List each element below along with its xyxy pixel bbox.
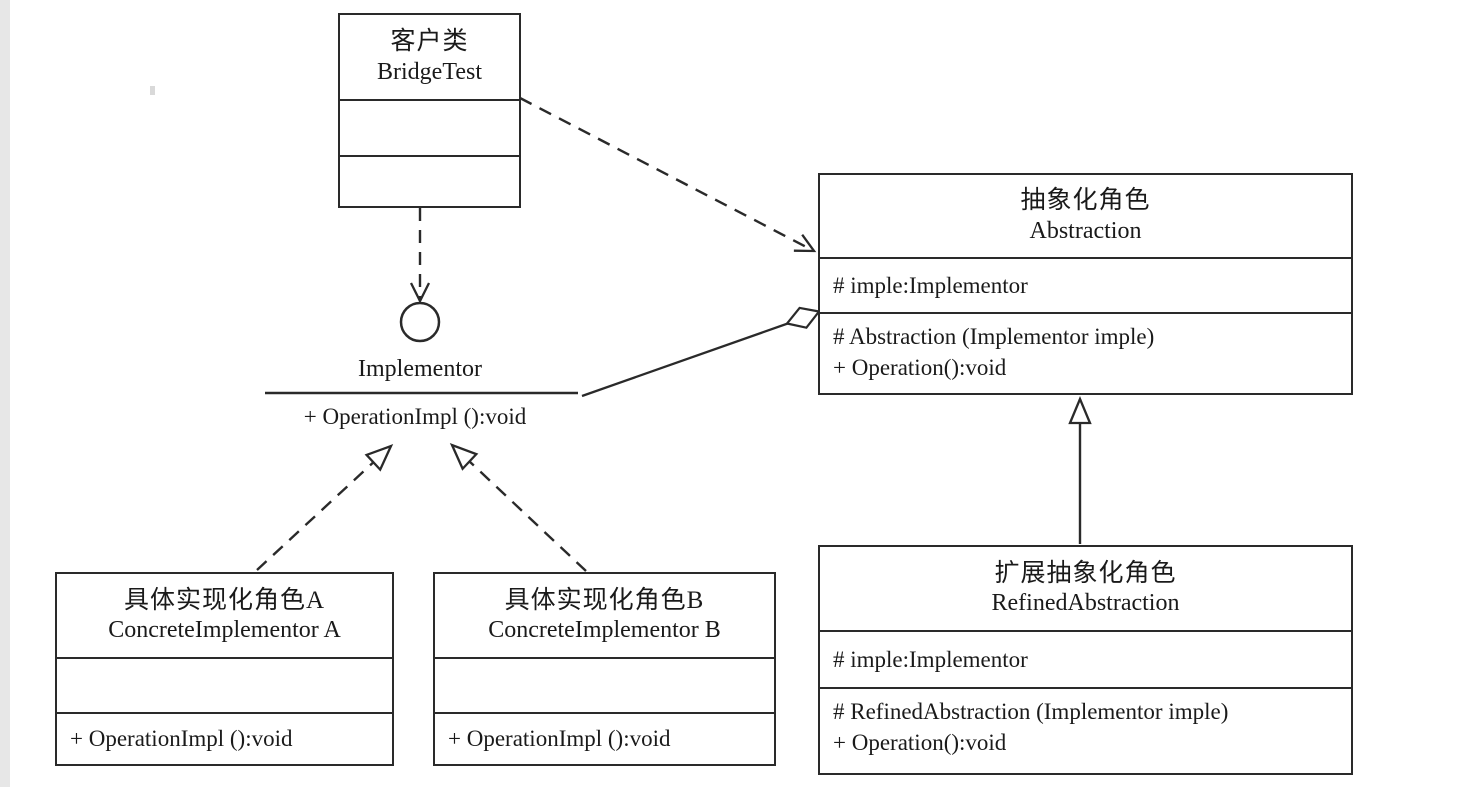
class-title-en: Abstraction xyxy=(1029,217,1142,244)
method-item: + Operation():void xyxy=(833,730,1007,755)
class-methods-impl-b: + OperationImpl ():void xyxy=(435,712,774,764)
class-box-concrete-implementor-b: 具体实现化角色B ConcreteImplementor B + Operati… xyxy=(433,572,776,766)
class-title-cn: 扩展抽象化角色 xyxy=(994,559,1177,587)
class-methods-impl-a: + OperationImpl ():void xyxy=(57,712,392,764)
class-title-en: BridgeTest xyxy=(377,58,482,85)
class-methods-client xyxy=(340,155,519,206)
aggregation-line-abstraction-to-implementor xyxy=(581,320,793,398)
attribute-item: # imple:Implementor xyxy=(833,646,1028,672)
class-title-en: RefinedAbstraction xyxy=(991,590,1180,617)
class-title-impl-b: 具体实现化角色B ConcreteImplementor B xyxy=(435,574,774,657)
method-item: + OperationImpl ():void xyxy=(448,726,671,751)
scan-edge-artifact xyxy=(0,0,10,787)
class-box-client: 客户类 BridgeTest xyxy=(338,13,521,208)
class-attributes-refined: # imple:Implementor xyxy=(820,630,1351,687)
class-title-refined: 扩展抽象化角色 RefinedAbstraction xyxy=(820,547,1351,630)
realization-arrow-impl-b-to-implementor xyxy=(449,442,587,572)
class-methods-abstraction: # Abstraction (Implementor imple) + Oper… xyxy=(820,312,1351,393)
class-attributes-abstraction: # imple:Implementor xyxy=(820,257,1351,312)
class-title-en: ConcreteImplementor B xyxy=(488,617,721,644)
class-title-client: 客户类 BridgeTest xyxy=(340,15,519,99)
method-item: + Operation():void xyxy=(833,355,1007,380)
class-attributes-impl-a xyxy=(57,657,392,712)
realization-arrow-impl-a-to-implementor xyxy=(256,443,394,571)
method-item: # Abstraction (Implementor imple) xyxy=(833,324,1155,349)
attribute-item: # imple:Implementor xyxy=(833,272,1028,298)
method-item: # RefinedAbstraction (Implementor imple) xyxy=(833,699,1229,724)
class-title-cn: 具体实现化角色A xyxy=(123,586,326,614)
class-title-impl-a: 具体实现化角色A ConcreteImplementor A xyxy=(57,574,392,657)
class-box-abstraction: 抽象化角色 Abstraction # imple:Implementor # … xyxy=(818,173,1353,395)
interface-name-label: Implementor xyxy=(358,356,482,382)
class-title-cn: 抽象化角色 xyxy=(1020,187,1151,215)
method-item: + OperationImpl ():void xyxy=(70,726,293,751)
class-attributes-impl-b xyxy=(435,657,774,712)
class-title-cn: 具体实现化角色B xyxy=(504,586,705,614)
dependency-arrow-client-to-abstraction xyxy=(519,96,817,253)
class-title-abstraction: 抽象化角色 Abstraction xyxy=(820,175,1351,257)
interface-lollipop-circle xyxy=(399,301,441,343)
class-box-refined-abstraction: 扩展抽象化角色 RefinedAbstraction # imple:Imple… xyxy=(818,545,1353,775)
scan-artifact-dot xyxy=(150,86,155,95)
class-title-en: ConcreteImplementor A xyxy=(108,617,341,644)
class-attributes-client xyxy=(340,99,519,155)
class-box-concrete-implementor-a: 具体实现化角色A ConcreteImplementor A + Operati… xyxy=(55,572,394,766)
aggregation-diamond xyxy=(785,306,821,329)
interface-method-label: + OperationImpl ():void xyxy=(303,404,527,429)
class-methods-refined: # RefinedAbstraction (Implementor imple)… xyxy=(820,687,1351,773)
class-title-cn: 客户类 xyxy=(390,28,469,56)
